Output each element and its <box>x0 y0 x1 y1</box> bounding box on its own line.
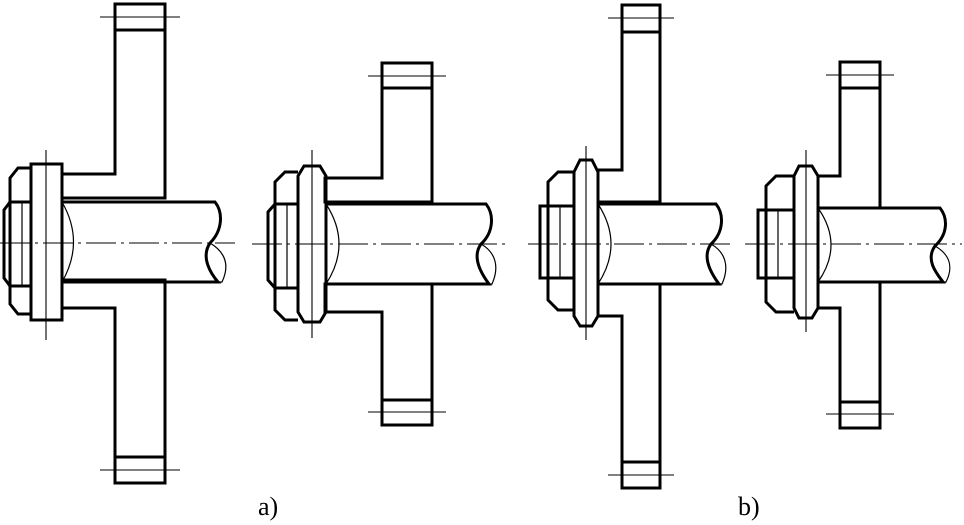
assembly-b <box>528 3 962 490</box>
flange-b1 <box>528 3 735 490</box>
flange-a2 <box>252 61 505 427</box>
flange-a1 <box>0 2 235 485</box>
caption-a: a) <box>258 492 279 521</box>
flange-b2 <box>745 60 962 430</box>
assembly-a <box>0 2 505 485</box>
caption-b: b) <box>738 492 760 521</box>
